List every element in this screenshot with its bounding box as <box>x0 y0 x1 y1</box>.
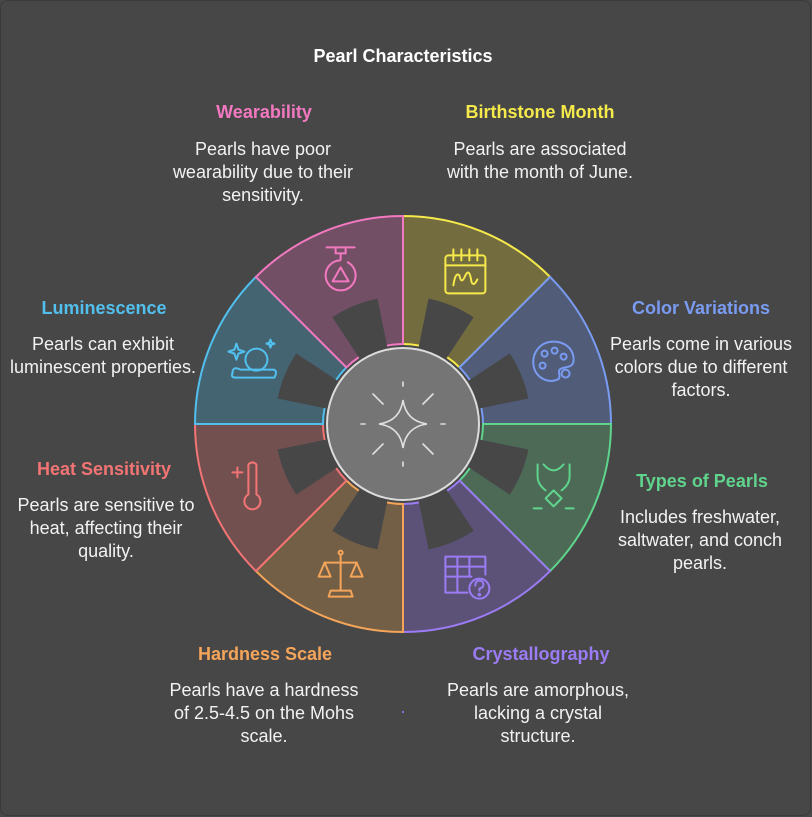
connector-tab-birthstone <box>418 298 474 359</box>
sparkle-icon <box>360 381 446 467</box>
connector-tab-luminescence <box>277 353 338 409</box>
heat-description: Pearls are sensitive to heat, affecting … <box>17 495 195 561</box>
balance-scale-icon <box>317 549 364 598</box>
connector-tab-heat <box>277 439 338 495</box>
types-label: Types of Pearls <box>636 471 768 491</box>
wearability-description: Pearls have poor wearability due to thei… <box>172 139 354 205</box>
wearability-label: Wearability <box>216 102 312 122</box>
color-variations-label: Color Variations <box>631 298 771 318</box>
crystallography-label: Crystallography <box>472 644 610 664</box>
pearl-drop-icon <box>324 246 357 292</box>
birthstone-description: Pearls are associated with the month of … <box>446 139 634 182</box>
diagram-title: Pearl Characteristics <box>313 46 493 66</box>
hardness-label: Hardness Scale <box>197 644 333 664</box>
connector-tab-types <box>468 439 529 495</box>
types-description: Includes freshwater, saltwater, and conc… <box>617 507 783 573</box>
necklace-icon <box>532 463 575 510</box>
calendar-signature-icon <box>444 248 487 295</box>
hardness-description: Pearls have a hardness of 2.5-4.5 on the… <box>169 680 359 746</box>
glowing-pearl-icon <box>227 338 277 379</box>
connector-tab-color-variations <box>468 353 529 409</box>
palette-icon <box>532 340 575 382</box>
heat-label: Heat Sensitivity <box>36 459 172 479</box>
thermometer-icon <box>231 461 262 511</box>
luminescence-label: Luminescence <box>41 298 167 318</box>
table-question-icon <box>444 555 491 600</box>
luminescence-description: Pearls can exhibit luminescent propertie… <box>9 334 197 377</box>
connector-tab-hardness <box>332 489 388 550</box>
crystallography-description: Pearls are amorphous, lacking a crystal … <box>446 680 630 746</box>
connector-tab-wearability <box>332 298 388 359</box>
birthstone-label: Birthstone Month <box>465 102 615 122</box>
stray-dot <box>402 711 404 713</box>
color-variations-description: Pearls come in various colors due to dif… <box>609 334 793 400</box>
connector-tab-crystallography <box>418 489 474 550</box>
center-hub <box>326 347 480 501</box>
